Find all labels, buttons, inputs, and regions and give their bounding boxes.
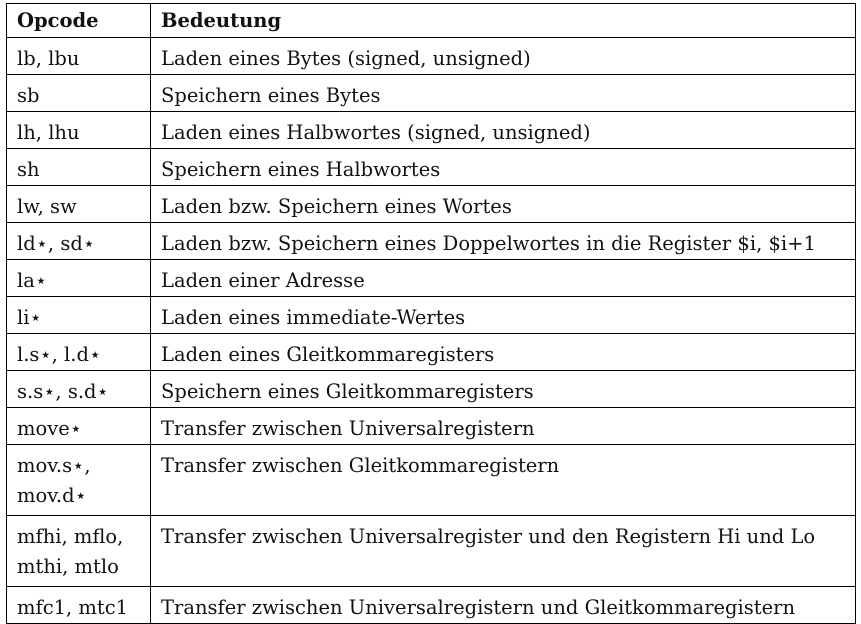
meaning-text: Laden eines Bytes (signed, unsigned) [161, 47, 531, 70]
opcode-cell: li⋆ [6, 296, 151, 334]
meaning-text: Transfer zwischen Universalregistern und… [161, 596, 796, 619]
opcode-text: s.s⋆, s.d⋆ [17, 380, 109, 403]
table-row: mfhi, mflo, mthi, mtlo Transfer zwischen… [6, 515, 856, 587]
meaning-cell: Transfer zwischen Universalregister und … [150, 515, 856, 587]
opcode-cell: sh [6, 148, 151, 186]
meaning-cell: Transfer zwischen Gleitkommaregistern [150, 444, 856, 516]
meaning-cell: Transfer zwischen Universalregistern und… [150, 586, 856, 624]
meaning-text: Transfer zwischen Gleitkommaregistern [161, 454, 560, 477]
opcode-text: mfc1, mtc1 [17, 596, 129, 619]
table-row: ld⋆, sd⋆ Laden bzw. Speichern eines Dopp… [6, 222, 856, 260]
meaning-cell: Laden bzw. Speichern eines Wortes [150, 185, 856, 223]
meaning-text: Laden einer Adresse [161, 269, 365, 292]
opcode-cell: ld⋆, sd⋆ [6, 222, 151, 260]
opcode-text: lb, lbu [17, 47, 80, 70]
meaning-cell: Laden eines Gleitkommaregisters [150, 333, 856, 371]
meaning-cell: Speichern eines Halbwortes [150, 148, 856, 186]
opcode-cell: mfhi, mflo, mthi, mtlo [6, 515, 151, 587]
table-row: lh, lhu Laden eines Halbwortes (signed, … [6, 111, 856, 149]
opcode-text: sb [17, 84, 40, 107]
table-row: mov.s⋆, mov.d⋆ Transfer zwischen Gleitko… [6, 444, 856, 516]
opcode-text: lh, lhu [17, 121, 80, 144]
meaning-text: Laden bzw. Speichern eines Doppelwortes … [161, 232, 816, 255]
table-row: lw, sw Laden bzw. Speichern eines Wortes [6, 185, 856, 223]
column-header-meaning: Bedeutung [150, 3, 856, 38]
opcode-text: li⋆ [17, 306, 42, 329]
meaning-text: Transfer zwischen Universalregistern [161, 417, 535, 440]
meaning-text: Laden eines Gleitkommaregisters [161, 343, 495, 366]
meaning-cell: Transfer zwischen Universalregistern [150, 407, 856, 445]
opcode-cell: sb [6, 74, 151, 112]
opcode-text: sh [17, 158, 40, 181]
meaning-text: Speichern eines Gleitkommaregisters [161, 380, 534, 403]
table-row: lb, lbu Laden eines Bytes (signed, unsig… [6, 37, 856, 75]
table-row: sb Speichern eines Bytes [6, 74, 856, 112]
meaning-cell: Laden eines immediate-Wertes [150, 296, 856, 334]
table-row: move⋆ Transfer zwischen Universalregiste… [6, 407, 856, 445]
table-row: l.s⋆, l.d⋆ Laden eines Gleitkommaregiste… [6, 333, 856, 371]
opcode-text: mov.s⋆, mov.d⋆ [17, 454, 91, 507]
meaning-text: Transfer zwischen Universalregister und … [161, 525, 816, 548]
column-header-opcode: Opcode [6, 3, 151, 38]
opcode-cell: mfc1, mtc1 [6, 586, 151, 624]
opcode-cell: lw, sw [6, 185, 151, 223]
opcode-table: Opcode Bedeutung lb, lbu Laden eines Byt… [6, 3, 856, 624]
table-row: la⋆ Laden einer Adresse [6, 259, 856, 297]
meaning-cell: Laden eines Bytes (signed, unsigned) [150, 37, 856, 75]
meaning-text: Laden eines immediate-Wertes [161, 306, 466, 329]
opcode-text: la⋆ [17, 269, 48, 292]
opcode-cell: move⋆ [6, 407, 151, 445]
meaning-cell: Speichern eines Gleitkommaregisters [150, 370, 856, 408]
table-header-row: Opcode Bedeutung [6, 3, 856, 38]
opcode-cell: l.s⋆, l.d⋆ [6, 333, 151, 371]
meaning-text: Speichern eines Bytes [161, 84, 381, 107]
opcode-text: mfhi, mflo, mthi, mtlo [17, 525, 124, 578]
meaning-cell: Laden bzw. Speichern eines Doppelwortes … [150, 222, 856, 260]
opcode-text: lw, sw [17, 195, 77, 218]
meaning-cell: Laden eines Halbwortes (signed, unsigned… [150, 111, 856, 149]
table-row: mfc1, mtc1 Transfer zwischen Universalre… [6, 586, 856, 624]
table-body: lb, lbu Laden eines Bytes (signed, unsig… [6, 37, 856, 624]
opcode-cell: mov.s⋆, mov.d⋆ [6, 444, 151, 516]
opcode-text: l.s⋆, l.d⋆ [17, 343, 102, 366]
meaning-text: Laden eines Halbwortes (signed, unsigned… [161, 121, 591, 144]
meaning-text: Speichern eines Halbwortes [161, 158, 441, 181]
opcode-cell: lh, lhu [6, 111, 151, 149]
opcode-cell: s.s⋆, s.d⋆ [6, 370, 151, 408]
opcode-text: move⋆ [17, 417, 82, 440]
table-row: s.s⋆, s.d⋆ Speichern eines Gleitkommareg… [6, 370, 856, 408]
meaning-cell: Laden einer Adresse [150, 259, 856, 297]
table-row: li⋆ Laden eines immediate-Wertes [6, 296, 856, 334]
meaning-cell: Speichern eines Bytes [150, 74, 856, 112]
opcode-cell: la⋆ [6, 259, 151, 297]
meaning-text: Laden bzw. Speichern eines Wortes [161, 195, 512, 218]
opcode-text: ld⋆, sd⋆ [17, 232, 96, 255]
table-row: sh Speichern eines Halbwortes [6, 148, 856, 186]
opcode-cell: lb, lbu [6, 37, 151, 75]
